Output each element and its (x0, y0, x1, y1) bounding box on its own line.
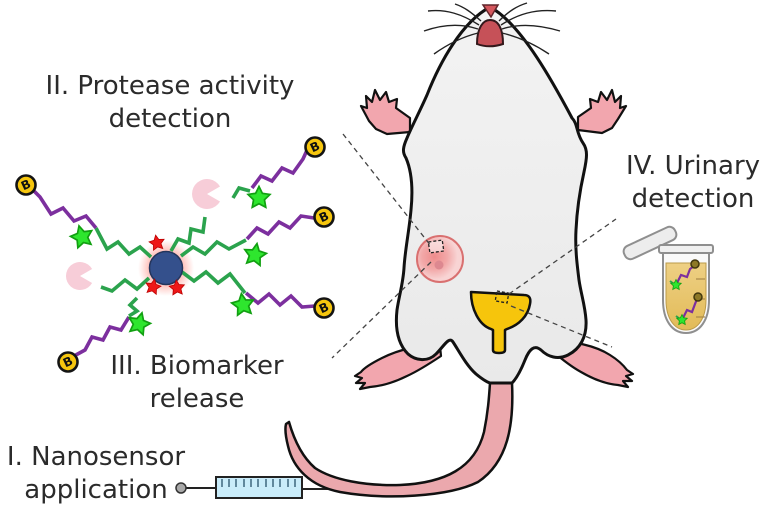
step4-line2: detection (631, 184, 755, 214)
biotin-icon: B (313, 206, 335, 228)
tube-fragments (669, 259, 703, 325)
label-step4-urinary-detection: IV. Urinary detection (613, 150, 772, 216)
biotin-labels: B B B B B (15, 136, 335, 373)
tumor-inner-dot (434, 260, 444, 270)
mouse-face (423, 2, 561, 55)
nanoparticle-core (148, 250, 184, 286)
mouse-whiskers (423, 2, 561, 55)
mouse-nose-tip (481, 4, 500, 19)
biotin-icon: B (15, 174, 37, 196)
protease-pacman-icon (192, 179, 220, 210)
label-step2-protease-detection: II. Protease activity detection (30, 70, 310, 136)
mouse-tail (284, 381, 514, 498)
label-step3-biomarker-release: III. Biomarker release (97, 350, 297, 416)
mouse-right-front-paw (576, 88, 628, 135)
bladder-callout-line-upper (508, 218, 617, 295)
step2-line2: detection (108, 104, 232, 134)
biotin-icon: B (304, 136, 326, 158)
tumor-zoom-box (427, 239, 445, 254)
biotin-icon: B (57, 351, 79, 373)
step1-line1: I. Nanosensor (6, 442, 186, 472)
nanosensor-diagram: B B B B B (15, 136, 335, 373)
tube-lid (622, 225, 678, 261)
syringe-graduations (221, 479, 296, 487)
mouse-body (394, 5, 588, 385)
protease-pacman-icon (65, 262, 93, 291)
mouse-snout (475, 18, 505, 48)
urine-tube (622, 225, 714, 335)
step2-line1: II. Protease activity (45, 71, 295, 101)
bladder-callout-line-lower (510, 305, 613, 348)
bladder-zoom-box (494, 290, 510, 304)
mouse-left-front-paw (359, 88, 412, 136)
step4-line1: IV. Urinary (625, 151, 761, 181)
step3-line1: III. Biomarker (110, 351, 284, 381)
syringe-plunger-knob (175, 482, 187, 494)
step1-line2: application (24, 475, 168, 505)
tube-rim (658, 244, 714, 254)
biotin-icon: B (313, 297, 335, 319)
tumor (416, 235, 464, 283)
substrate-chains (94, 185, 251, 318)
tumor-circle (416, 235, 464, 283)
linker-chains (30, 147, 316, 358)
step3-line2: release (149, 384, 245, 414)
tumor-callout-line-lower (331, 261, 432, 359)
magnification-dashed-lines (331, 133, 617, 359)
tumor-callout-line-upper (342, 133, 432, 247)
mouse-illustration (284, 2, 635, 498)
syringe-icon (175, 476, 346, 499)
label-step1-nanosensor-application: I. Nanosensor application (0, 441, 192, 505)
